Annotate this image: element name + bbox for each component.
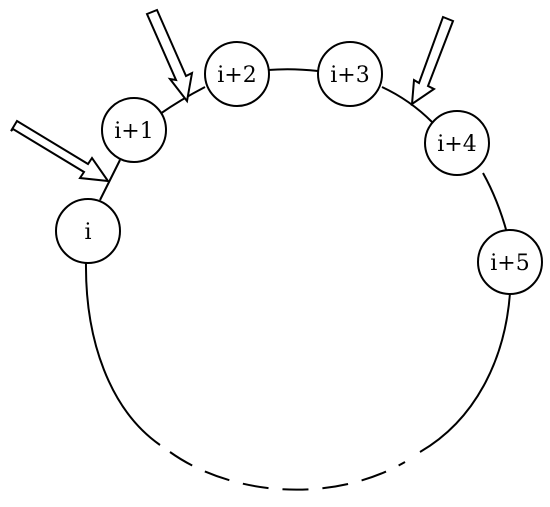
arrows: [10, 8, 455, 183]
node-i+2-label: i+2: [217, 63, 256, 88]
node-i+5: i+5: [477, 229, 543, 295]
ring-arc-i+5-to-bottom: [419, 292, 511, 453]
node-i+2-circle: [204, 41, 270, 107]
node-i+3: i+3: [317, 41, 383, 107]
node-i: i: [55, 198, 121, 264]
node-i+4: i+4: [424, 110, 490, 176]
node-i+1-label: i+1: [114, 119, 153, 144]
node-i+3-label: i+3: [330, 63, 369, 88]
ring-arc-i+1-to-i+2: [159, 86, 206, 115]
node-i+2: i+2: [204, 41, 270, 107]
node-i+4-circle: [424, 110, 490, 176]
node-i+4-label: i+4: [437, 132, 476, 157]
node-i+5-circle: [477, 229, 543, 295]
node-i-circle: [55, 198, 121, 264]
node-i+3-circle: [317, 41, 383, 107]
arrow-to-i+2: [145, 8, 194, 104]
ring-arc-i-to-i+1: [99, 159, 121, 201]
node-i+5-label: i+5: [490, 251, 529, 276]
node-i+1-circle: [101, 97, 167, 163]
ring-arc-i-to-bottom: [84, 261, 161, 446]
arrow-to-i+1: [10, 119, 111, 183]
node-i-label: i: [84, 220, 91, 245]
ring-arc-i+3-to-i+4: [381, 86, 433, 123]
ring-dashed-segment: [169, 451, 406, 491]
ring-arc-i+2-to-i+3: [267, 68, 319, 72]
ring: [84, 68, 511, 491]
arrow-to-i+3: [410, 15, 455, 107]
ring-arc-i+4-to-i+5: [482, 172, 508, 234]
node-i+1: i+1: [101, 97, 167, 163]
